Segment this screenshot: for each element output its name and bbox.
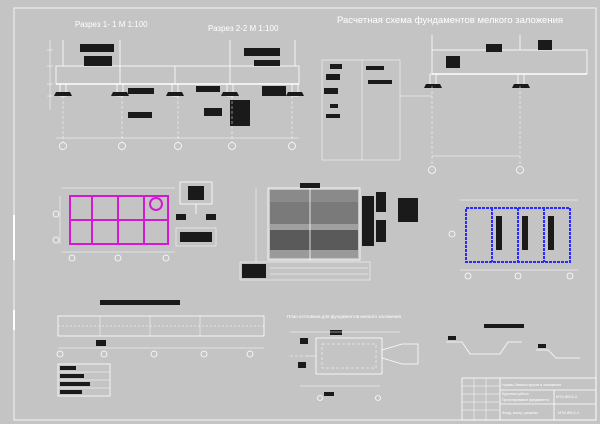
grillage-plan-blue xyxy=(448,199,578,280)
title-block-row1: Нормы Земных кругов и заложения xyxy=(502,383,561,387)
title-block-row4: МТИ ИМ Б-4 xyxy=(556,395,577,399)
title-block-row6: МТИ ИМ Б-4 xyxy=(558,411,579,415)
legend-table xyxy=(57,363,111,397)
scheme-title: Расчетная схема фундаментов мелкого зало… xyxy=(337,15,563,26)
title-block: Нормы Земных кругов и заложения Курсовая… xyxy=(461,377,597,421)
pit-plan-title: План котлована для фундаментов мелкого з… xyxy=(287,314,402,319)
title-block-row5: Фонд, копер, разрезы xyxy=(502,411,539,415)
title-block-row2: Курсовая работа xyxy=(502,392,529,396)
soil-section xyxy=(239,183,386,281)
pit-plan-drawing xyxy=(290,330,419,401)
scheme-drawing xyxy=(321,35,588,174)
strip-foundation-plan xyxy=(56,300,265,358)
title-block-row3: Проектирование фундамента xyxy=(502,398,549,402)
section-2-title: Разрез 2-2 М 1:100 xyxy=(208,24,279,33)
section-1-1-drawing xyxy=(47,40,304,150)
footing-detail xyxy=(175,181,217,247)
foundation-plan-magenta xyxy=(52,187,175,262)
legend-block xyxy=(398,198,418,222)
sheet-frame xyxy=(13,7,597,421)
pit-profiles xyxy=(446,324,580,359)
section-1-title: Разрез 1- 1 М 1:100 xyxy=(75,20,148,29)
